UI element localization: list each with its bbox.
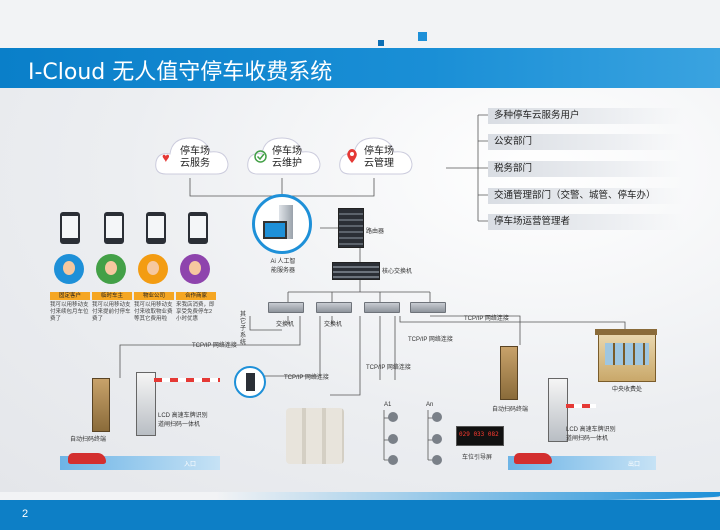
customer-tag: 合作商家	[176, 292, 216, 300]
lcd-right-line1: LCD 高速车牌识别	[566, 427, 616, 433]
avatar	[180, 254, 210, 284]
user-item: 公安部门	[488, 134, 684, 150]
phone-icon	[60, 212, 80, 244]
gate-arm-left	[154, 378, 220, 382]
gate-arm-right	[566, 404, 596, 408]
lcd-right-line2: 道闸扫码一体机	[566, 436, 609, 442]
guide-node-icon	[388, 455, 398, 465]
cloud-shape-icon	[247, 137, 321, 175]
lcd-gate-right-icon	[548, 378, 568, 442]
detector-pads-icon	[286, 408, 344, 464]
guide-node-icon	[388, 412, 398, 422]
cloud-label-line1: 停车场	[180, 146, 210, 157]
switch-icon	[410, 302, 446, 313]
phone-icon	[104, 212, 124, 244]
router-rack-icon	[338, 208, 364, 248]
customer-tag: 固定客户	[50, 292, 90, 300]
page-number: 2	[22, 508, 29, 520]
node-an-label: An	[426, 402, 434, 408]
cloud-label-line2: 云管理	[364, 158, 394, 169]
ai-label-line2: 能服务器	[270, 268, 295, 274]
user-item: 停车场运营管理者	[488, 214, 684, 230]
other-system-label: 其它子系统	[240, 312, 247, 346]
cloud-shape-icon	[155, 137, 229, 175]
guide-node-icon	[432, 412, 442, 422]
customer-desc: 来我店消费，即享受免费停车2小时优惠	[176, 302, 215, 322]
toll-booth-icon	[595, 329, 657, 382]
switch-icon	[364, 302, 400, 313]
node-a1-label: A1	[384, 402, 392, 408]
location-pin-icon	[347, 149, 357, 163]
scan-terminal-right-label: 自动扫码终端	[492, 407, 529, 413]
switch-b-label: 交换机	[324, 322, 343, 328]
cloud-label-line1: 停车场	[272, 146, 302, 157]
footer-band	[0, 492, 720, 502]
guide-screen: 029 033 082	[456, 426, 504, 446]
deco-square	[378, 40, 384, 46]
tcp-label: TCP/IP 网络连接	[284, 375, 329, 381]
core-switch-icon	[332, 262, 380, 280]
booth-label: 中央收费处	[612, 387, 643, 393]
page-title: I-Cloud 无人值守停车收费系统	[28, 60, 333, 85]
ai-server	[252, 194, 312, 254]
customer-desc: 我可以用移动支付来收取物业费等其它费用啦	[134, 302, 173, 322]
tcp-label: TCP/IP 网络连接	[408, 337, 453, 343]
guide-node-icon	[432, 434, 442, 444]
scan-terminal-right-icon	[500, 346, 518, 400]
customer-tag: 物业公司	[134, 292, 174, 300]
cloud-label-line2: 云服务	[180, 158, 210, 169]
customer-desc: 我可以用移动支付来提前付停车费了	[92, 302, 131, 322]
footer-bar	[0, 500, 720, 530]
user-item: 交通管理部门（交警、城管、停车办）	[488, 188, 684, 204]
header-bar	[0, 48, 720, 88]
cloud-service: ♥ 停车场 云服务	[152, 130, 232, 178]
guide-node-icon	[388, 434, 398, 444]
cloud-shape-icon	[339, 137, 413, 175]
lcd-gate-left-icon	[136, 372, 156, 436]
car-icon	[514, 453, 552, 464]
ai-label-line1: Ai 人工智	[270, 259, 296, 265]
lcd-left-line1: LCD 高速车牌识别	[158, 413, 208, 419]
user-item: 税务部门	[488, 161, 684, 177]
switch-a-label: 交换机	[276, 322, 295, 328]
road-exit-label: 出口	[628, 462, 641, 468]
core-switch-label: 核心交换机	[382, 269, 413, 275]
heart-icon: ♥	[162, 150, 170, 165]
user-item: 多种停车云服务用户	[488, 108, 684, 124]
terminal-circle	[234, 366, 266, 398]
car-icon	[68, 453, 106, 464]
cloud-label-line2: 云维护	[272, 158, 302, 169]
phone-icon	[146, 212, 166, 244]
guide-screen-label: 车位引导屏	[462, 455, 493, 461]
cloud-maintenance: 停车场 云维护	[244, 130, 324, 178]
road-entry-label: 入口	[184, 462, 197, 468]
tcp-label: TCP/IP 网络连接	[192, 343, 237, 349]
monitor-icon	[263, 221, 287, 239]
scan-terminal-left-icon	[92, 378, 110, 432]
terminal-icon	[246, 373, 255, 391]
router-label: 路由器	[366, 229, 385, 235]
customer-desc: 我可以用移动支付来续包月车位费了	[50, 302, 89, 322]
switch-icon	[268, 302, 304, 313]
avatar	[54, 254, 84, 284]
customer-tag: 临时车主	[92, 292, 132, 300]
avatar	[96, 254, 126, 284]
switch-icon	[316, 302, 352, 313]
cloud-label-line1: 停车场	[364, 146, 394, 157]
guide-node-icon	[432, 455, 442, 465]
guide-screen-digits: 029 033 082	[459, 431, 499, 438]
cloud-management: 停车场 云管理	[336, 130, 416, 178]
scan-terminal-left-label: 自动扫码终端	[70, 437, 107, 443]
check-circle-icon	[254, 150, 267, 163]
lcd-left-line2: 道闸扫码一体机	[158, 422, 201, 428]
deco-square	[418, 32, 427, 41]
avatar	[138, 254, 168, 284]
tcp-label: TCP/IP 网络连接	[464, 316, 509, 322]
phone-icon	[188, 212, 208, 244]
tcp-label: TCP/IP 网络连接	[366, 365, 411, 371]
